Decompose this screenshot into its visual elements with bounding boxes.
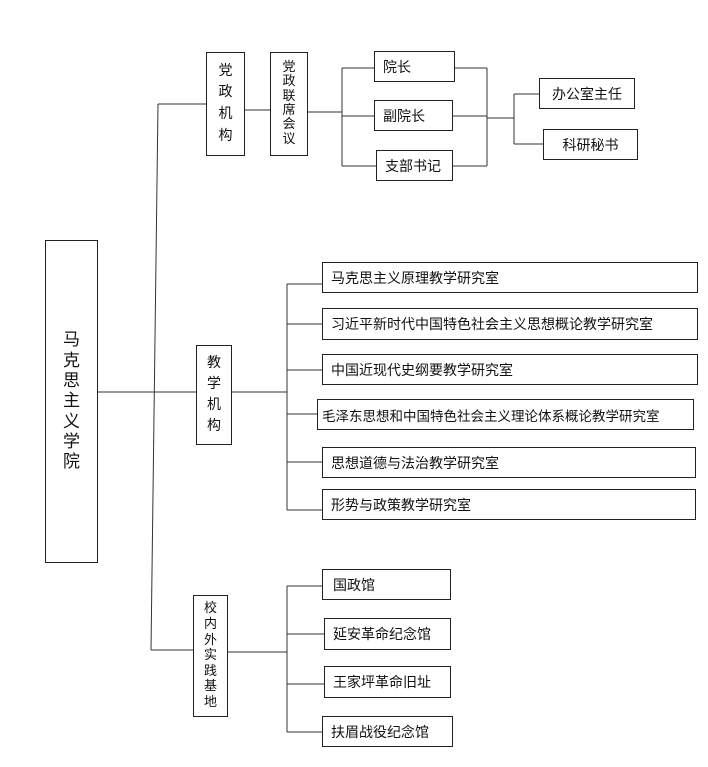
jiaoxue-unit-6-label: 形势与政策教学研究室 <box>331 497 471 514</box>
staff-keyan-box: 科研秘书 <box>543 129 638 160</box>
root-label: 马克思主义学院 <box>46 241 97 562</box>
vertical-char: 席 <box>282 103 296 118</box>
jiaoxue-unit-6-box: 形势与政策教学研究室 <box>322 489 696 520</box>
leader-shuji-box: 支部书记 <box>376 150 453 181</box>
jiaoxue-unit-2-label: 习近平新时代中国特色社会主义思想概论教学研究室 <box>331 317 653 333</box>
vertical-char: 主 <box>63 391 80 412</box>
vertical-char: 义 <box>63 411 80 432</box>
jiaoxue-unit-4-label: 毛泽东思想和中国特色社会主义理论体系概论教学研究室 <box>322 408 660 425</box>
base-3-label: 王家坪革命旧址 <box>333 675 431 691</box>
vertical-char: 克 <box>63 350 80 371</box>
jiaoxue-unit-2-box: 习近平新时代中国特色社会主义思想概论教学研究室 <box>322 308 698 340</box>
jiaoxue-unit-3-box: 中国近现代史纲要教学研究室 <box>322 354 698 385</box>
base-1-box: 国政馆 <box>322 569 451 600</box>
vertical-char: 外 <box>203 632 217 648</box>
jiaoxue-unit-1-box: 马克思主义原理教学研究室 <box>322 262 698 293</box>
branch-dangzheng-label: 党政机构 <box>207 53 244 155</box>
leader-fuyuanzhang-label: 副院长 <box>383 108 425 125</box>
vertical-char: 政 <box>282 74 296 90</box>
jiaoxue-unit-1-label: 马克思主义原理教学研究室 <box>331 270 499 287</box>
jiaoxue-unit-3-label: 中国近现代史纲要教学研究室 <box>331 362 513 379</box>
leader-yuanzhang-label: 院长 <box>383 59 411 76</box>
vertical-char: 实 <box>203 648 217 664</box>
vertical-char: 践 <box>203 663 217 679</box>
base-4-box: 扶眉战役纪念馆 <box>322 716 453 747</box>
council-box: 党政联席会议 <box>270 52 308 156</box>
branch-jiaoxue-label: 教学机构 <box>197 346 231 444</box>
leader-yuanzhang-box: 院长 <box>374 51 455 82</box>
base-2-box: 延安革命纪念馆 <box>324 618 451 650</box>
staff-bangongshi-label: 办公室主任 <box>552 86 622 103</box>
vertical-char: 基 <box>203 679 217 695</box>
vertical-char: 学 <box>207 376 221 392</box>
vertical-char: 院 <box>63 452 80 473</box>
base-1-label: 国政馆 <box>333 577 375 594</box>
council-label: 党政联席会议 <box>271 53 307 155</box>
leader-shuji-label: 支部书记 <box>385 158 441 175</box>
branch-dangzheng-box: 党政机构 <box>206 52 245 156</box>
base-4-label: 扶眉战役纪念馆 <box>331 724 429 741</box>
vertical-char: 教 <box>207 355 221 371</box>
jiaoxue-unit-5-label: 思想道德与法治教学研究室 <box>331 455 499 472</box>
vertical-char: 构 <box>207 418 221 434</box>
jiaoxue-unit-4-box: 毛泽东思想和中国特色社会主义理论体系概论教学研究室 <box>317 399 694 430</box>
root-box: 马克思主义学院 <box>45 240 98 563</box>
base-3-box: 王家坪革命旧址 <box>324 666 451 698</box>
leader-fuyuanzhang-box: 副院长 <box>374 100 453 131</box>
branch-shijian-label: 校内外实践基地 <box>194 596 227 716</box>
vertical-char: 马 <box>63 330 80 351</box>
jiaoxue-unit-5-box: 思想道德与法治教学研究室 <box>322 447 696 478</box>
vertical-char: 思 <box>63 370 80 391</box>
vertical-char: 党 <box>218 62 233 79</box>
vertical-char: 学 <box>63 432 80 453</box>
main-trunk <box>150 103 159 651</box>
vertical-char: 内 <box>203 617 217 633</box>
vertical-char: 地 <box>203 694 217 710</box>
vertical-char: 会 <box>282 117 296 133</box>
vertical-char: 政 <box>218 84 233 101</box>
vertical-char: 议 <box>282 131 296 147</box>
base-2-label: 延安革命纪念馆 <box>333 627 431 643</box>
branch-shijian-box: 校内外实践基地 <box>193 595 228 717</box>
vertical-char: 校 <box>203 601 217 617</box>
branch-jiaoxue-box: 教学机构 <box>196 345 232 445</box>
vertical-char: 构 <box>218 127 233 144</box>
staff-keyan-label: 科研秘书 <box>562 137 619 154</box>
vertical-char: 机 <box>218 106 233 122</box>
staff-bangongshi-box: 办公室主任 <box>539 78 635 109</box>
vertical-char: 党 <box>282 60 296 76</box>
vertical-char: 机 <box>207 397 221 413</box>
vertical-char: 联 <box>282 88 296 104</box>
